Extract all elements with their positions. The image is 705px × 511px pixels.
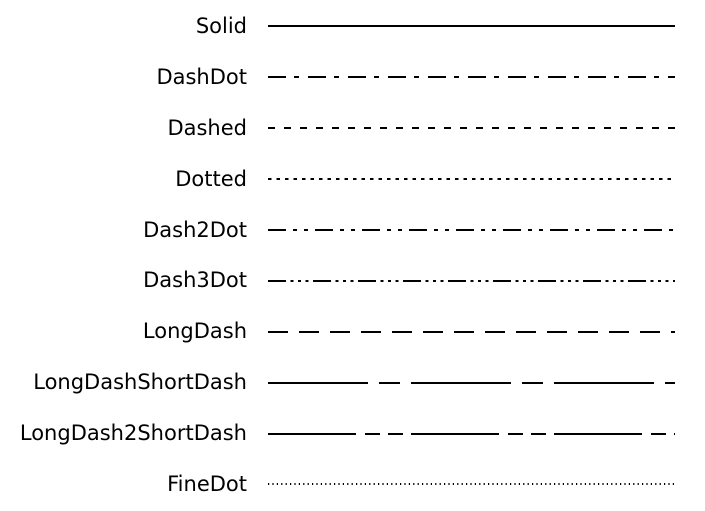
- line-style-label: Solid: [195, 13, 247, 38]
- line-style-label: DashDot: [156, 64, 247, 89]
- line-style-row: Dotted: [0, 154, 705, 205]
- line-style-sample: [268, 330, 675, 333]
- line-style-sample: [268, 279, 675, 282]
- line-style-row: LongDash: [0, 306, 705, 357]
- line-style-label: LongDash2ShortDash: [19, 421, 247, 446]
- line-style-label: FineDot: [167, 471, 247, 496]
- line-style-row: LongDash2ShortDash: [0, 408, 705, 459]
- line-style-row: FineDot: [0, 459, 705, 510]
- line-style-row: Dash2Dot: [0, 205, 705, 256]
- line-style-sample: [268, 229, 675, 231]
- line-style-label: LongDash: [142, 319, 247, 344]
- line-style-sample: [268, 432, 675, 435]
- line-style-row: Solid: [0, 1, 705, 52]
- line-style-label: Dash2Dot: [143, 217, 247, 242]
- line-style-sample: [268, 76, 675, 79]
- line-style-sample: [268, 381, 675, 384]
- line-style-label: Dash3Dot: [143, 268, 247, 293]
- line-style-sample: [268, 127, 675, 130]
- line-style-sample: [268, 483, 675, 486]
- line-style-row: Dashed: [0, 103, 705, 154]
- line-style-sample: [268, 178, 675, 181]
- line-style-sample: [268, 25, 675, 28]
- line-style-label: Dotted: [175, 166, 247, 191]
- line-style-row: DashDot: [0, 52, 705, 103]
- line-style-label: Dashed: [167, 115, 247, 140]
- line-style-row: LongDashShortDash: [0, 357, 705, 408]
- line-style-row: Dash3Dot: [0, 255, 705, 306]
- line-style-label: LongDashShortDash: [33, 370, 247, 395]
